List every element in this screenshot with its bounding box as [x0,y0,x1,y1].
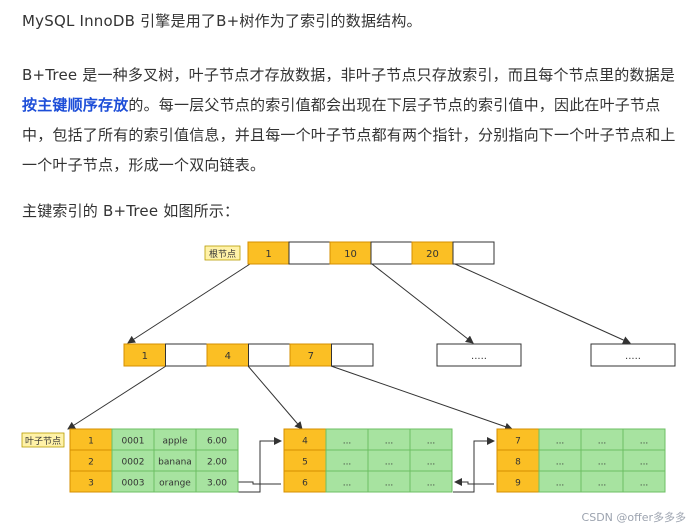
leaf2-key-text: 6 [302,479,308,489]
description-text-2: 的。每一层父节点的索引值都会出现在下层子节点的索引值中，因此在叶子节点中，包括了… [22,96,676,174]
inner-key-text: 4 [225,351,231,362]
arrow-root-to-inner [127,263,251,344]
leaf3-key-text: 8 [515,458,521,468]
inner-pointer-cell [165,343,208,367]
leaf1-data-text: 2.00 [207,458,227,468]
leaf2-key-text: 4 [302,437,308,447]
leaf1-data-text: 3.00 [207,479,227,489]
placeholder-node-2: ..... [436,343,522,367]
leaf3-data-text: ... [640,437,649,447]
leaf1-key-text: 2 [88,458,94,468]
btree-description-paragraph: B+Tree 是一种多叉树，叶子节点才存放数据，非叶子节点只存放索引，而且每个节… [22,60,682,180]
leaf-label-text: 叶子节点 [25,436,61,447]
inner-pointer-cell [248,343,291,367]
arrow-root-to-node3 [454,263,631,344]
root-pointer-cell [288,241,331,265]
leaf2-data-text: ... [343,437,352,447]
root-key-text: 20 [426,249,439,260]
leaf1-data-text: banana [158,458,192,468]
link-leaf3-to-leaf2 [454,478,494,486]
arrow-inner-to-leaf1 [67,365,167,430]
inner-key-text: 1 [142,351,148,362]
inner-pointer-cell [331,343,374,367]
leaf1-data-text: 6.00 [207,437,227,447]
root-key-text: 10 [344,249,357,260]
leaf3-key-text: 9 [515,479,521,489]
link-leaf1-to-leaf2 [233,437,282,493]
inner-node: 1 4 7 [123,343,374,367]
root-node-label: 根节点 [204,245,241,261]
placeholder-node-3: ..... [590,343,676,367]
leaf2-data-text: ... [385,458,394,468]
leaf3-data-text: ... [598,458,607,468]
leaf2-data-text: ... [427,437,436,447]
leaf2-data-text: ... [343,458,352,468]
placeholder-text-2: ..... [471,351,487,362]
leaf1-data-text: 0003 [122,479,145,489]
description-text-1: B+Tree 是一种多叉树，叶子节点才存放数据，非叶子节点只存放索引，而且每个节… [22,66,676,84]
leaf1-data-text: orange [159,479,191,489]
leaf3-data-text: ... [640,479,649,489]
leaf1-data-text: 0001 [122,437,145,447]
leaf2-data-cell [409,470,453,493]
leaf2-data-text: ... [343,479,352,489]
leaf-node-3: 7......... 8......... 9......... [496,428,666,493]
leaf1-data-text: apple [163,437,188,447]
leaf1-data-cell [195,470,239,493]
leaf3-data-text: ... [640,458,649,468]
leaf-node-2: 4......... 5......... 6......... [283,428,453,493]
placeholder-text-3: ..... [625,351,641,362]
leaf3-data-text: ... [556,479,565,489]
leaf3-data-text: ... [598,479,607,489]
link-leaf2-to-leaf1 [230,478,281,486]
root-label-text: 根节点 [209,248,236,260]
leaf1-key-text: 3 [88,479,94,489]
leaf-node-1: 1 0001 apple 6.00 2 0002 banana 2.00 3 0003 orange… [69,428,239,493]
leaf2-data-text: ... [385,479,394,489]
leaf3-data-text: ... [598,437,607,447]
arrow-inner-to-leaf2 [247,365,303,430]
leaf3-key-text: 7 [515,437,521,447]
leaf1-key-text: 1 [88,437,94,447]
leaf2-key-text: 5 [302,458,308,468]
root-pointer-cell [370,241,413,265]
leaf3-data-text: ... [556,437,565,447]
leaf-node-label: 叶子节点 [21,432,65,448]
root-key-text: 1 [265,249,271,260]
leaf2-data-text: ... [427,479,436,489]
leaf3-data-cell [622,470,666,493]
intro-paragraph: MySQL InnoDB 引擎是用了B+树作为了索引的数据结构。 [22,12,422,30]
arrow-inner-to-leaf3 [330,365,513,431]
root-pointer-cell [452,241,495,265]
root-node: 1 10 20 [247,241,495,265]
leaf2-data-text: ... [427,458,436,468]
highlight-text: 按主键顺序存放 [22,96,129,114]
diagram-caption: 主键索引的 B+Tree 如图所示： [22,202,240,220]
watermark-text: CSDN @offer多多多 [582,510,686,524]
leaf3-data-text: ... [556,458,565,468]
leaf1-data-text: 0002 [122,458,145,468]
leaf2-data-text: ... [385,437,394,447]
tree-arrows [67,263,631,493]
arrow-root-to-node2 [371,263,474,344]
link-leaf2-to-leaf3 [453,437,495,493]
inner-key-text: 7 [308,351,314,362]
